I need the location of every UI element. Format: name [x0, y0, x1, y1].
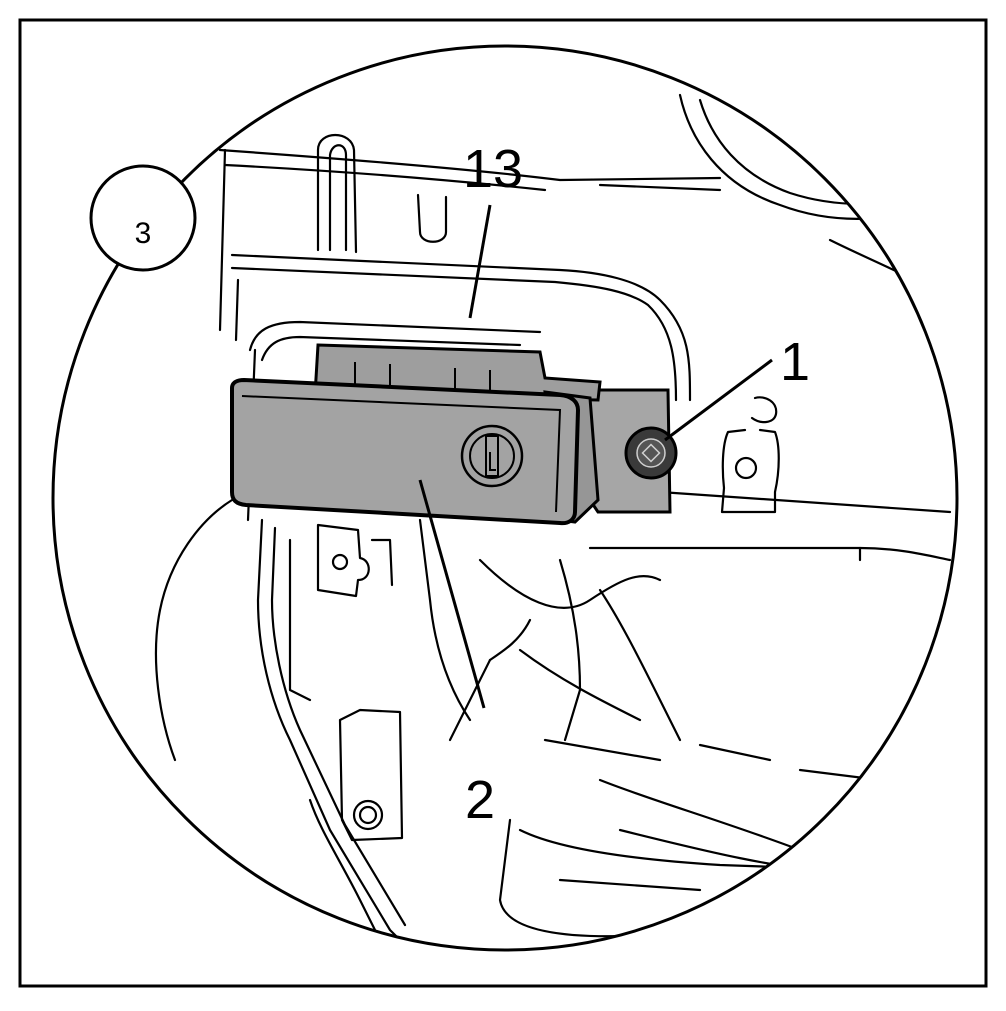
screw-icon	[624, 426, 678, 480]
leader-line-13	[468, 204, 492, 319]
callout-label-2: 2	[465, 770, 495, 830]
background-linework	[154, 93, 952, 950]
module-ribs	[354, 362, 491, 393]
leader-line-1	[664, 358, 773, 442]
control-unit-edge	[241, 395, 562, 513]
control-unit-body	[230, 377, 581, 526]
outer-frame	[18, 18, 988, 988]
leader-line-2	[418, 479, 486, 709]
step-badge	[89, 164, 197, 272]
callout-label-13: 13	[463, 139, 523, 199]
callout-label-1: 1	[780, 332, 810, 392]
detail-circle	[51, 44, 959, 952]
lock-icon	[460, 424, 524, 488]
step-badge-label: 3	[135, 217, 152, 250]
